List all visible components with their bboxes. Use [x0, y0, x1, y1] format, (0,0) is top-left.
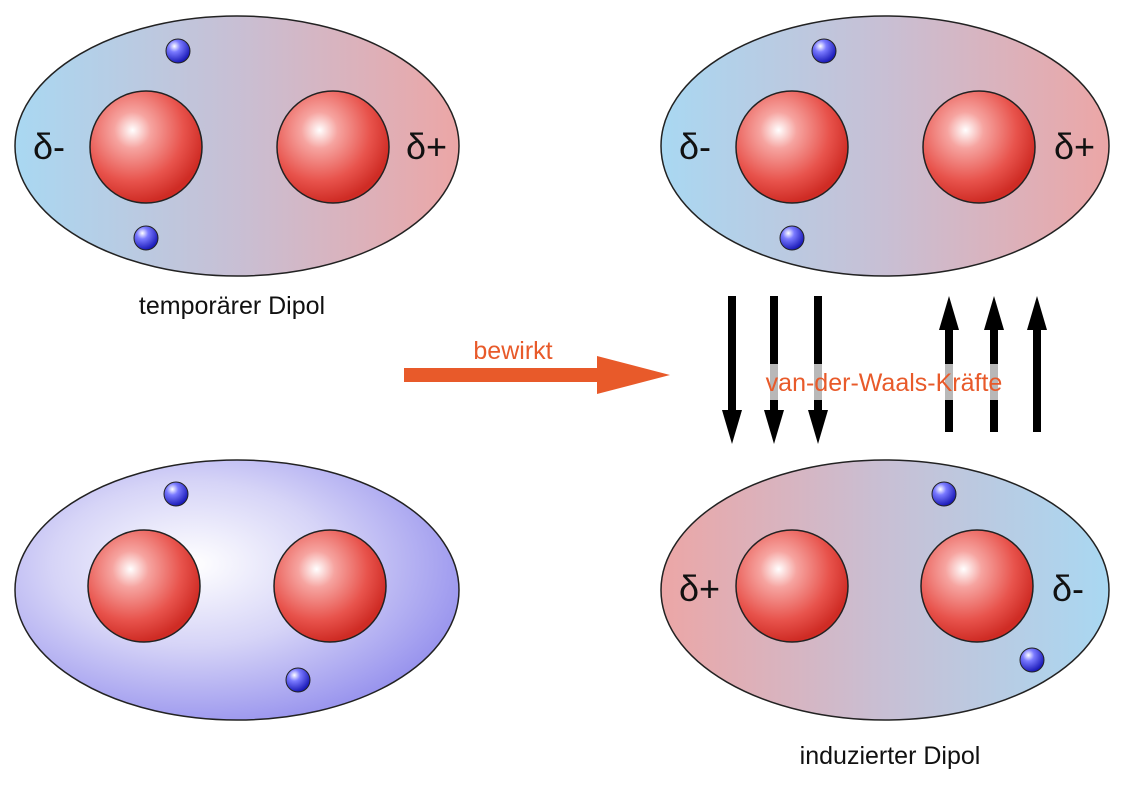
electron [133, 225, 159, 251]
charge-label-right: δ+ [1054, 126, 1095, 167]
nucleus [735, 90, 849, 204]
electron [779, 225, 805, 251]
down-arrow [722, 296, 742, 444]
nucleus [273, 529, 387, 643]
electron [163, 481, 189, 507]
caption-induced-dipole: induzierter Dipol [800, 742, 981, 770]
caption-temporary-dipole: temporärer Dipol [139, 292, 325, 320]
molecule-induced-dipole: δ+ δ- induzierter Dipol [660, 459, 1110, 770]
molecule-neutral [14, 459, 460, 721]
molecule-temporary-dipole: δ- δ+ temporärer Dipol [14, 15, 460, 320]
nucleus [276, 90, 390, 204]
electron-cloud [660, 15, 1110, 277]
forces-label-band [738, 364, 1030, 400]
causes-label: bewirkt [473, 337, 552, 365]
down-arrow [808, 296, 828, 444]
nucleus [89, 90, 203, 204]
charge-label-right: δ- [1052, 568, 1084, 609]
nucleus [920, 529, 1034, 643]
charge-label-left: δ+ [679, 568, 720, 609]
causes-arrow: bewirkt [404, 337, 670, 394]
nucleus [735, 529, 849, 643]
electron [165, 38, 191, 64]
nucleus [87, 529, 201, 643]
charge-label-right: δ+ [406, 126, 447, 167]
charge-label-left: δ- [679, 126, 711, 167]
forces-label: van-der-Waals-Kräfte [766, 369, 1003, 397]
force-arrows-down [722, 296, 828, 444]
nucleus [922, 90, 1036, 204]
electron [285, 667, 311, 693]
electron [1019, 647, 1045, 673]
electron [811, 38, 837, 64]
electron-cloud [14, 15, 460, 277]
down-arrow [764, 296, 784, 444]
electron-cloud [660, 459, 1110, 721]
charge-label-left: δ- [33, 126, 65, 167]
molecule-dipole-top-right: δ- δ+ [660, 15, 1110, 277]
electron-cloud [14, 459, 460, 721]
arrow-shaft [404, 368, 604, 382]
arrow-head [597, 356, 670, 394]
electron [931, 481, 957, 507]
up-arrow [1027, 296, 1047, 432]
